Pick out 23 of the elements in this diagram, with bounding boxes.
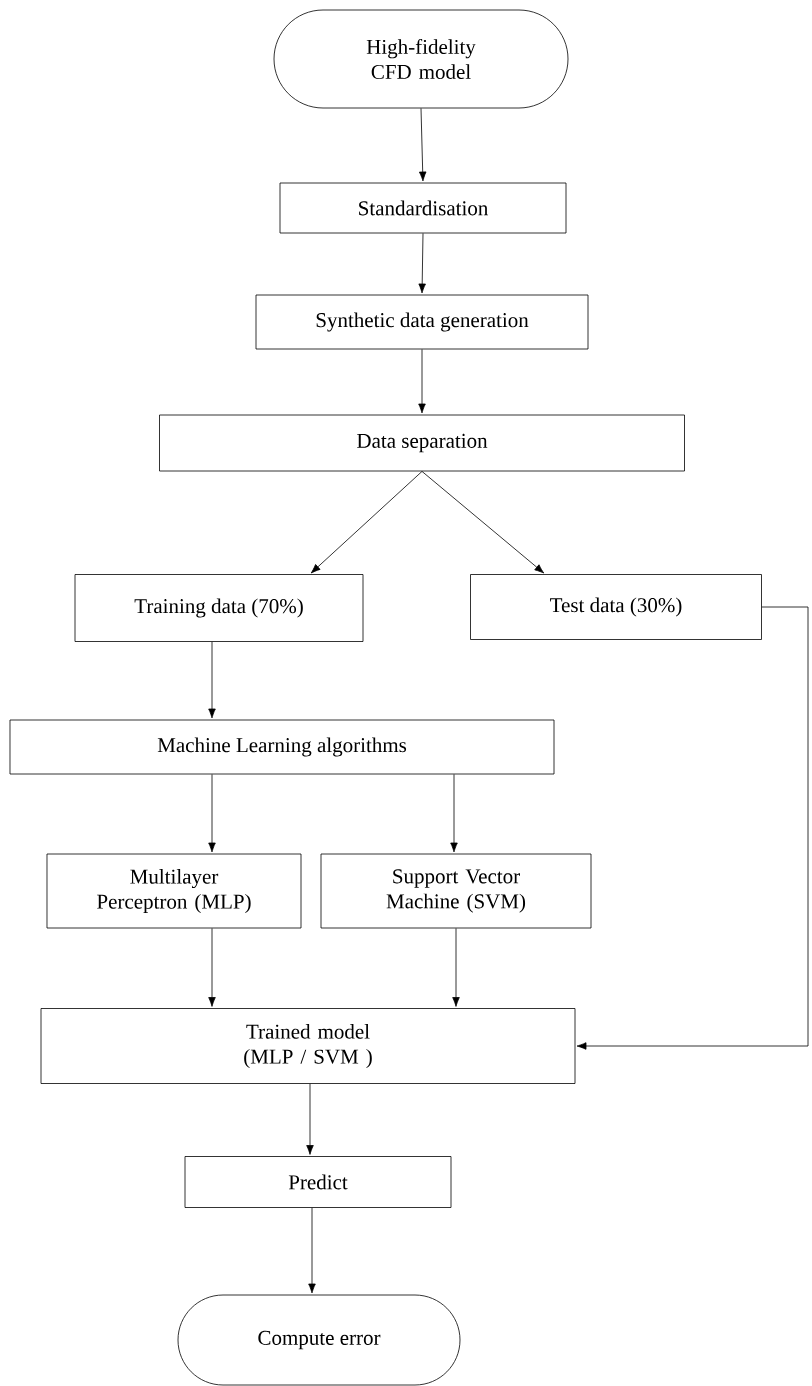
- process-box: Training data (70%): [74, 574, 364, 642]
- arrow: [418, 349, 426, 414]
- arrow: [310, 471, 423, 574]
- process-box: Multilayer Perceptron (MLP): [46, 853, 302, 929]
- process-box: Standardisation: [279, 182, 567, 234]
- arrow: [421, 471, 545, 574]
- arrow: [208, 928, 216, 1007]
- arrow: [418, 233, 426, 294]
- arrow: [308, 1207, 316, 1294]
- process-box: Support Vector Machine (SVM): [320, 853, 592, 929]
- process-box: Synthetic data generation: [255, 294, 589, 350]
- process-box: Predict: [184, 1156, 452, 1208]
- arrow: [576, 606, 809, 1050]
- arrow: [450, 774, 458, 853]
- arrow: [419, 108, 427, 182]
- arrow: [452, 928, 460, 1007]
- arrow: [208, 641, 216, 719]
- process-box: Data separation: [159, 414, 685, 472]
- arrow: [306, 1083, 314, 1155]
- process-box: Test data (30%): [470, 574, 762, 640]
- process-box: Trained model (MLP / SVM ): [40, 1008, 576, 1084]
- process-box: Machine Learning algorithms: [9, 719, 555, 775]
- arrow: [208, 774, 216, 853]
